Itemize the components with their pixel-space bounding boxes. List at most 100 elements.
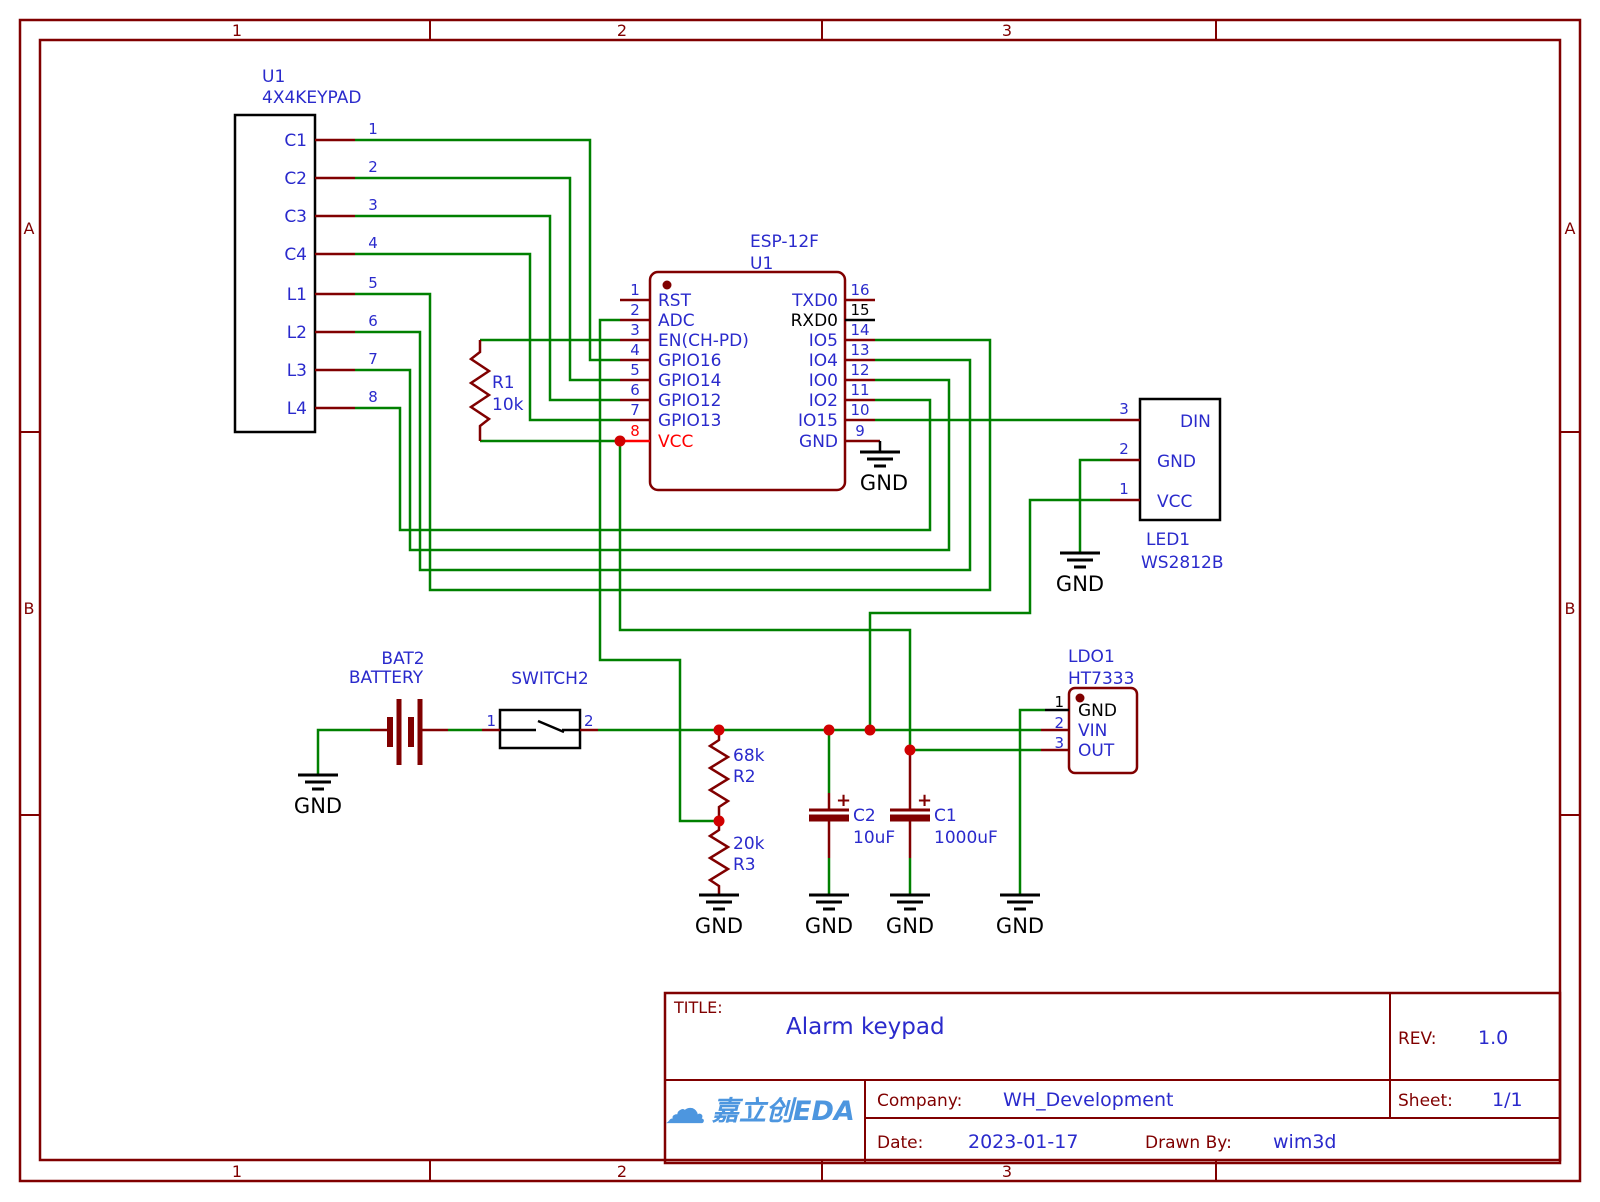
junction-dot [864, 724, 876, 736]
gnd-symbol-c1[interactable]: GND [886, 893, 934, 938]
component-led[interactable]: 3 2 1 DIN GND VCC LED1 WS2812B [1110, 397, 1224, 573]
gnd-symbol-c2[interactable]: GND [805, 893, 853, 938]
wire-adc-divider[interactable] [598, 318, 719, 823]
wire-c2-gpio14[interactable] [355, 176, 620, 382]
pin-number: 1 [1119, 480, 1129, 498]
frame-col-label: 3 [1002, 21, 1012, 40]
c2-ref[interactable]: C2 [853, 806, 876, 826]
component-c1[interactable]: + C1 1000uF [890, 750, 998, 858]
switch-ref[interactable]: SWITCH2 [511, 669, 588, 689]
wire-l4-io2[interactable] [355, 398, 932, 532]
wire-ldo-gnd[interactable] [1018, 708, 1045, 895]
resistor-body[interactable] [468, 340, 492, 441]
pin-name: VCC [658, 432, 693, 452]
sheet-label: Sheet: [1398, 1091, 1453, 1111]
r2-ref[interactable]: R2 [733, 767, 756, 787]
ldo-pin1-marker [1075, 693, 1085, 703]
pin-name: GND [799, 432, 838, 452]
r2-value[interactable]: 68k [733, 746, 765, 766]
r1-ref[interactable]: R1 [492, 373, 515, 393]
resistor-body[interactable] [707, 821, 731, 895]
pin-number: 2 [1119, 440, 1129, 458]
junction-dot [713, 815, 725, 827]
r1-value[interactable]: 10k [492, 395, 524, 415]
ldo-value[interactable]: HT7333 [1068, 669, 1134, 689]
c1-ref[interactable]: C1 [934, 806, 957, 826]
pin-number: 1 [630, 281, 640, 299]
esp-ref[interactable]: U1 [750, 254, 773, 274]
pin-name: VIN [1078, 721, 1107, 741]
wire-l3-io0[interactable] [355, 368, 951, 552]
wire-c1-gpio16[interactable] [355, 138, 620, 362]
pin-number: 5 [368, 274, 378, 292]
component-battery[interactable]: BAT2 BATTERY [349, 649, 448, 765]
pin-number: 15 [850, 301, 869, 319]
pin-name: GPIO12 [658, 391, 721, 411]
junction-dots [614, 435, 916, 827]
resistor-body[interactable] [707, 730, 731, 821]
pin-name: IO4 [809, 351, 838, 371]
led-ref[interactable]: LED1 [1146, 530, 1190, 550]
cap-polarity: + [917, 790, 932, 811]
component-c2[interactable]: + C2 10uF [809, 790, 895, 858]
component-r3[interactable]: 20k R3 [707, 821, 765, 895]
pin-name: IO0 [809, 371, 838, 391]
c1-value[interactable]: 1000uF [934, 828, 998, 848]
gnd-label: GND [1056, 572, 1104, 596]
pin-number: 8 [368, 388, 378, 406]
pin-name: L3 [287, 361, 307, 381]
battery-ref[interactable]: BAT2 [381, 649, 424, 669]
keypad-value[interactable]: 4X4KEYPAD [262, 88, 361, 108]
component-r1[interactable]: R1 10k [468, 340, 524, 441]
pin-number: 7 [368, 350, 378, 368]
wire-c4-gpio13[interactable] [355, 252, 620, 422]
pin-number: 2 [1054, 714, 1064, 732]
sheet-frame: 1 2 3 1 2 3 A B A B [18, 18, 1582, 1183]
pin-number: 5 [630, 361, 640, 379]
component-esp12f[interactable]: ESP-12F U1 1 2 3 4 5 6 7 8 RST ADC EN(CH… [620, 232, 880, 492]
keypad-pins: C1 C2 C3 C4 L1 L2 L3 L4 1 2 3 4 5 6 7 8 [284, 120, 377, 419]
c2-value[interactable]: 10uF [853, 828, 895, 848]
junction-dot [904, 744, 916, 756]
gnd-label: GND [996, 914, 1044, 938]
ldo-ref[interactable]: LDO1 [1068, 647, 1115, 667]
pin-name: GND [1078, 701, 1117, 721]
pin-number: 14 [850, 321, 869, 339]
pin-name: C4 [284, 245, 307, 265]
gnd-symbol-r3[interactable]: GND [695, 893, 743, 938]
led-body[interactable] [1138, 397, 1222, 522]
pin-number: 3 [630, 321, 640, 339]
pin-number: 3 [1054, 734, 1064, 752]
led-value[interactable]: WS2812B [1141, 553, 1224, 573]
component-switch[interactable]: SWITCH2 1 2 [482, 669, 598, 750]
component-ldo[interactable]: LDO1 HT7333 1 2 3 GND VIN OUT [1041, 647, 1139, 775]
battery-value[interactable]: BATTERY [349, 668, 424, 688]
wire-l1-io5[interactable] [355, 292, 992, 592]
r3-value[interactable]: 20k [733, 834, 765, 854]
keypad-body[interactable] [233, 113, 317, 434]
gnd-label: GND [294, 794, 342, 818]
frame-row-label: B [24, 599, 35, 618]
component-keypad[interactable]: U1 4X4KEYPAD C1 C2 C3 C4 L1 L2 L3 L4 1 2… [233, 67, 378, 434]
pin-name: L2 [287, 323, 307, 343]
wire-c3-gpio12[interactable] [355, 214, 620, 402]
wire-led-gnd[interactable] [1078, 458, 1110, 553]
junction-dot [713, 724, 725, 736]
gnd-symbol-led[interactable]: GND [1056, 551, 1104, 596]
wire-vcc-route[interactable] [618, 441, 912, 750]
r3-ref[interactable]: R3 [733, 855, 756, 875]
gnd-symbol-esp[interactable]: GND [860, 441, 908, 495]
pin-name: IO2 [809, 391, 838, 411]
gnd-symbol-ldo[interactable]: GND [996, 893, 1044, 938]
frame-row-label: A [1565, 219, 1576, 238]
junction-dot [823, 724, 835, 736]
schematic-title: Alarm keypad [786, 1014, 945, 1040]
keypad-ref[interactable]: U1 [262, 67, 285, 87]
wire-bat-gnd[interactable] [316, 728, 370, 775]
gnd-symbol-battery[interactable]: GND [294, 773, 342, 818]
wire-led-vcc[interactable] [868, 498, 1110, 730]
wire-l2-io4[interactable] [355, 330, 972, 572]
esp-value[interactable]: ESP-12F [750, 232, 819, 252]
component-r2[interactable]: 68k R2 [707, 730, 765, 821]
